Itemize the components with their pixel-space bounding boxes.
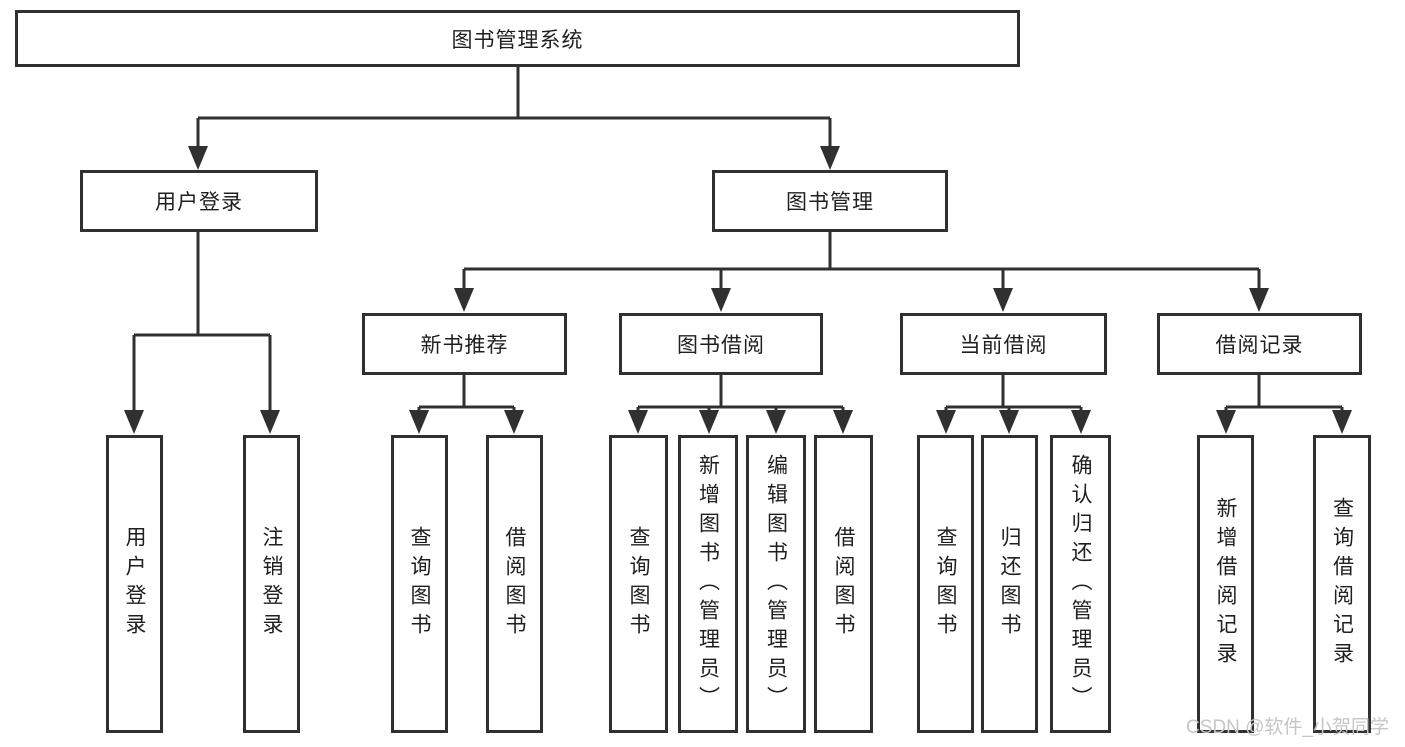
node-label: 当前借阅 bbox=[959, 334, 1048, 357]
node-label: 查询图书 bbox=[934, 526, 957, 642]
node-label: 图书借阅 bbox=[677, 334, 765, 357]
node-new-book-recommend: 新书推荐 bbox=[362, 313, 567, 375]
leaf-query-borrow-record: 查询借阅记录 bbox=[1313, 435, 1371, 733]
node-book-borrow: 图书借阅 bbox=[619, 313, 823, 375]
node-user-login: 用户登录 bbox=[80, 170, 318, 232]
node-current-borrow: 当前借阅 bbox=[900, 313, 1107, 375]
node-borrow-records: 借阅记录 bbox=[1157, 313, 1362, 375]
node-label: 查询图书 bbox=[627, 526, 650, 642]
node-label: 新增图书（管理员） bbox=[696, 453, 720, 715]
leaf-confirm-return-admin: 确认归还（管理员） bbox=[1050, 435, 1111, 733]
node-label: 借阅记录 bbox=[1215, 334, 1304, 357]
node-label: 查询借阅记录 bbox=[1330, 497, 1354, 671]
leaf-query-books-borrow: 查询图书 bbox=[609, 435, 668, 733]
leaf-query-books-recommend: 查询图书 bbox=[391, 435, 448, 733]
node-root: 图书管理系统 bbox=[15, 10, 1020, 67]
leaf-user-login: 用户登录 bbox=[106, 435, 163, 733]
node-label: 用户登录 bbox=[123, 526, 146, 642]
node-label: 确认归还（管理员） bbox=[1069, 453, 1092, 715]
leaf-add-book-admin: 新增图书（管理员） bbox=[678, 435, 738, 733]
node-label: 图书管理系统 bbox=[451, 28, 584, 52]
node-label: 新书推荐 bbox=[420, 334, 509, 357]
node-label: 图书管理 bbox=[786, 191, 874, 214]
leaf-return-books: 归还图书 bbox=[981, 435, 1038, 733]
leaf-add-borrow-record: 新增借阅记录 bbox=[1197, 435, 1254, 733]
node-label: 归还图书 bbox=[998, 526, 1021, 642]
watermark: CSDN @软件_小贺同学 bbox=[1186, 717, 1389, 738]
node-label: 注销登录 bbox=[260, 526, 283, 642]
leaf-borrow-books-recommend: 借阅图书 bbox=[486, 435, 543, 733]
node-label: 新增借阅记录 bbox=[1214, 497, 1237, 671]
leaf-borrow-books: 借阅图书 bbox=[814, 435, 873, 733]
leaf-logout: 注销登录 bbox=[243, 435, 300, 733]
leaf-edit-book-admin: 编辑图书（管理员） bbox=[746, 435, 806, 733]
node-label: 查询图书 bbox=[408, 526, 431, 642]
node-label: 借阅图书 bbox=[832, 526, 855, 642]
node-book-management: 图书管理 bbox=[712, 170, 948, 232]
node-label: 编辑图书（管理员） bbox=[764, 453, 788, 715]
node-label: 用户登录 bbox=[155, 191, 243, 214]
leaf-query-books-current: 查询图书 bbox=[917, 435, 974, 733]
node-label: 借阅图书 bbox=[503, 526, 526, 642]
